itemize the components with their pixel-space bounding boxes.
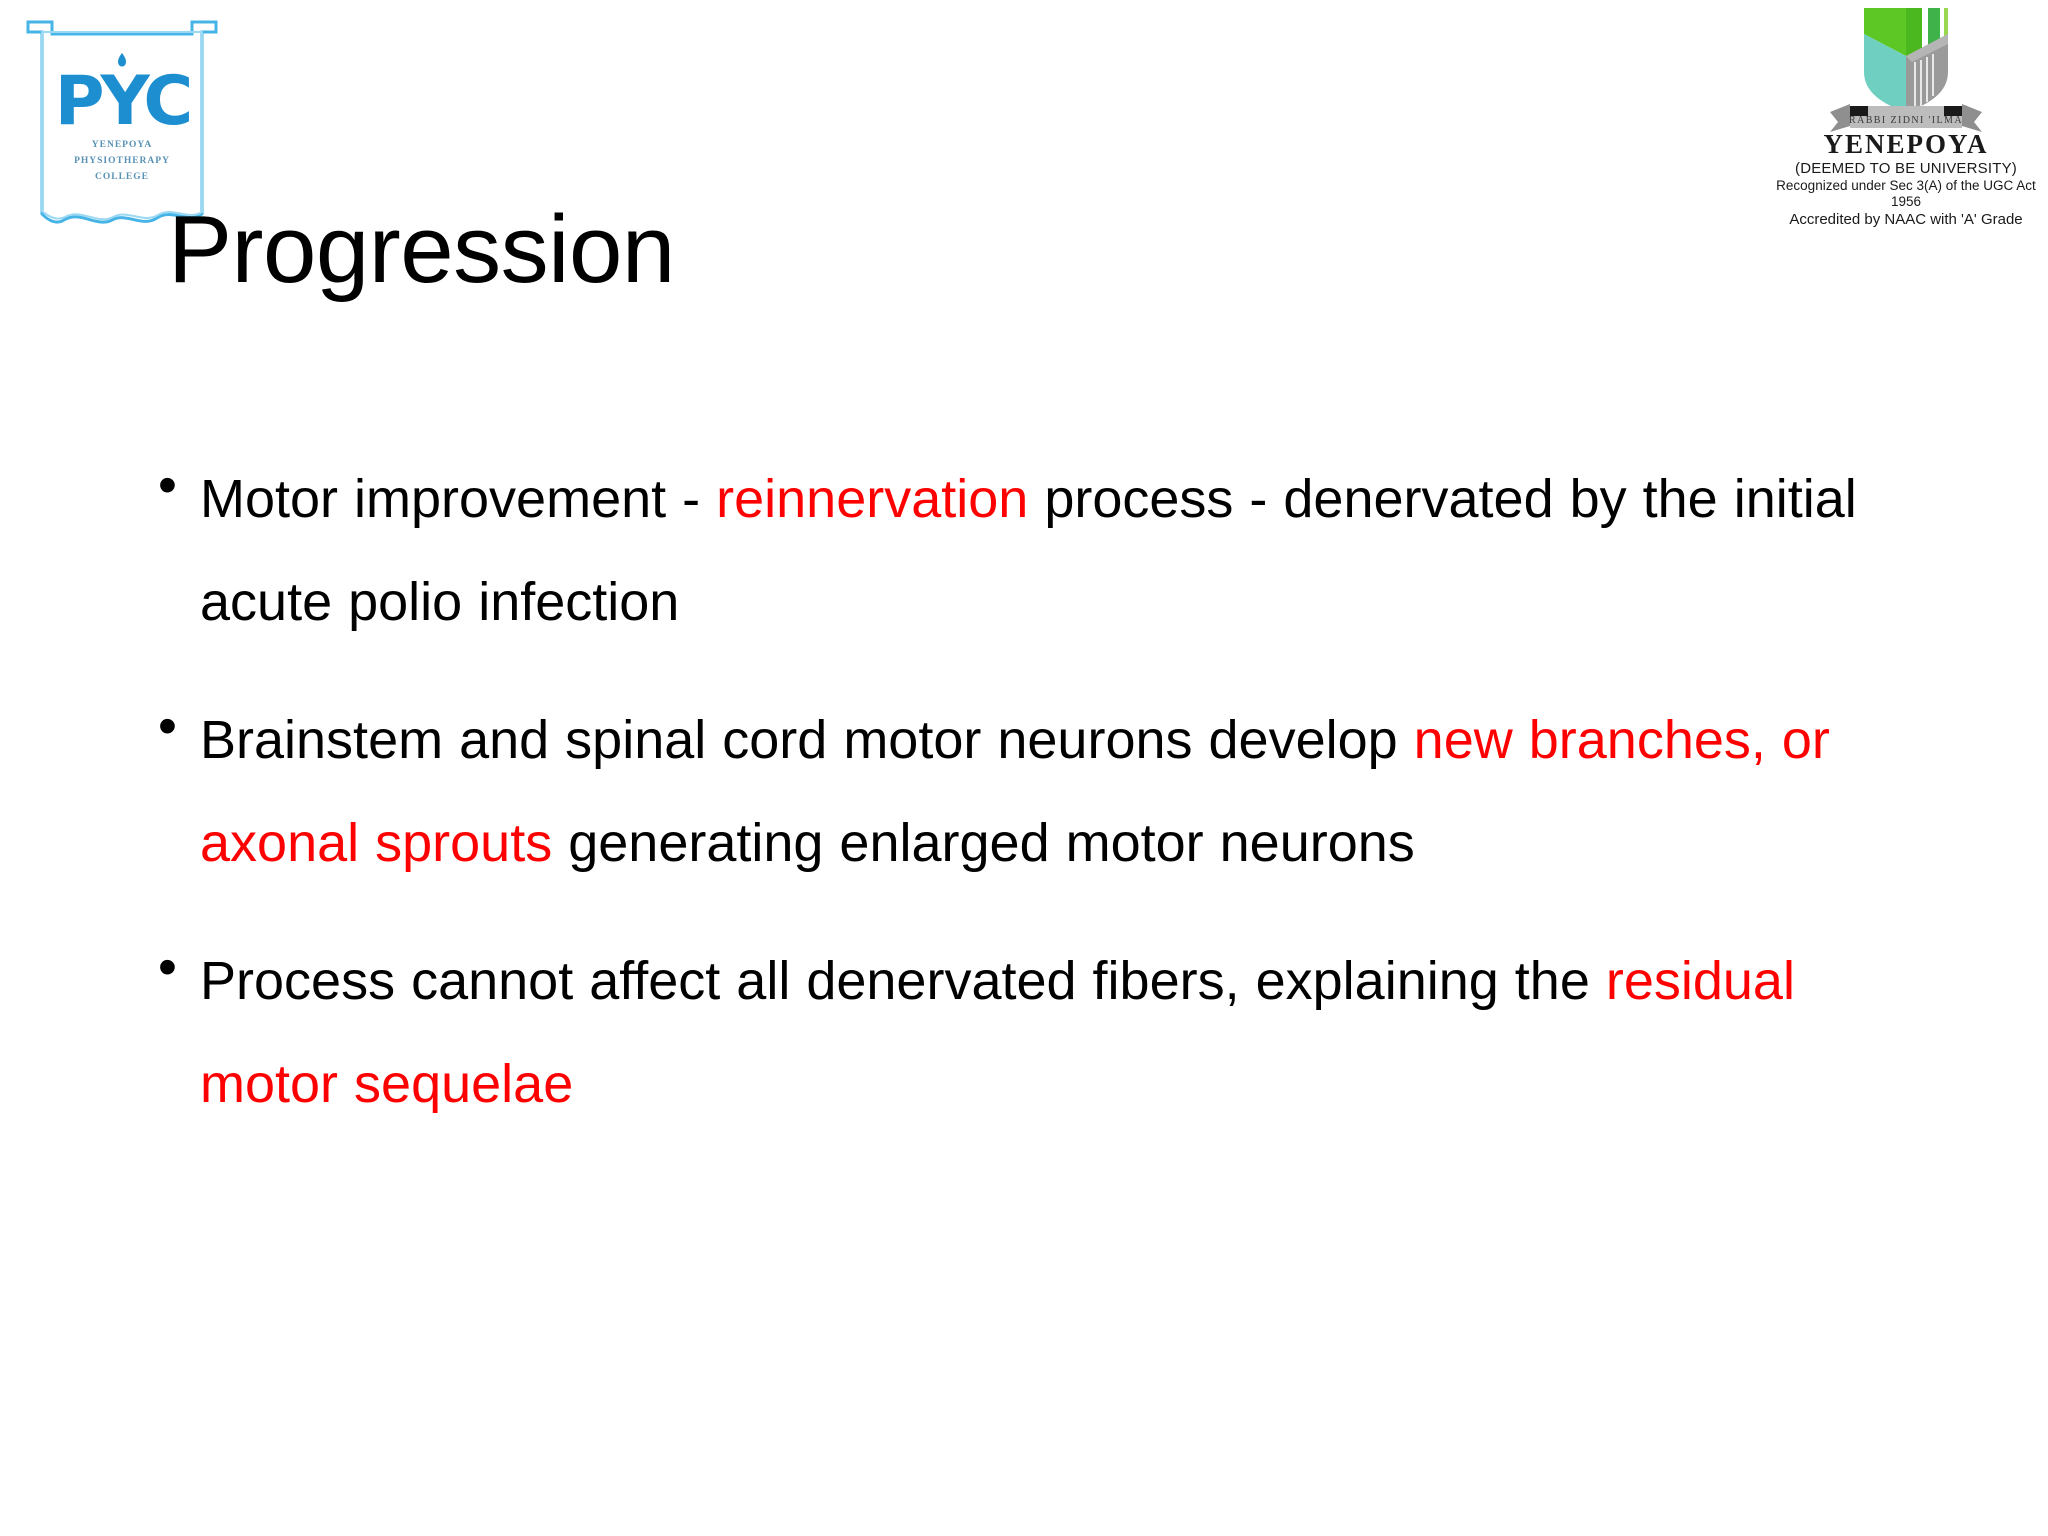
college-name-line3: COLLEGE: [95, 171, 149, 182]
flame-icon: [118, 53, 126, 67]
banner-outline-icon: [26, 20, 218, 224]
plain-text: process - denervated by the initial acut…: [200, 469, 1857, 632]
university-logo: RABBI ZIDNI 'ILMA YENEPOYA (DEEMED TO BE…: [1772, 4, 2040, 229]
college-name-line1: YENEPOYA: [91, 140, 153, 150]
bullet-text: Motor improvement - reinnervation proces…: [200, 448, 1892, 653]
bullet-marker-icon: •: [158, 937, 177, 998]
bullet-text: Process cannot affect all denervated fib…: [200, 930, 1892, 1135]
university-accreditation: Accredited by NAAC with 'A' Grade: [1789, 210, 2023, 228]
college-monogram: PYC: [54, 62, 194, 141]
college-name-line2: PHYSIOTHERAPY: [74, 155, 170, 166]
plain-text: Process cannot affect all denervated fib…: [200, 951, 1606, 1012]
bullet-list: • Motor improvement - reinnervation proce…: [152, 448, 1892, 1172]
university-subtitle: (DEEMED TO BE UNIVERSITY): [1795, 159, 2017, 177]
college-logo: PYC YENEPOYA PHYSIOTHERAPY COLLEGE: [22, 8, 222, 240]
highlighted-text: reinnervation: [716, 469, 1029, 529]
bullet-item: • Process cannot affect all denervated fi…: [152, 930, 1892, 1135]
bullet-item: • Brainstem and spinal cord motor neurons…: [152, 689, 1892, 894]
university-crest-icon: RABBI ZIDNI 'ILMA: [1830, 8, 1982, 132]
bullet-item: • Motor improvement - reinnervation proce…: [152, 448, 1892, 653]
university-recognition: Recognized under Sec 3(A) of the UGC Act…: [1776, 177, 2036, 210]
college-logo-mark: PYC YENEPOYA PHYSIOTHERAPY COLLEGE: [22, 52, 222, 184]
slide-title: Progression: [168, 196, 675, 304]
highlighted-text: residual motor sequelae: [200, 951, 1795, 1114]
highlighted-text: new branches, or axonal sprouts: [200, 710, 1830, 873]
bullet-marker-icon: •: [158, 455, 177, 515]
plain-text: Motor improvement -: [200, 469, 717, 529]
bullet-text: Brainstem and spinal cord motor neurons …: [200, 689, 1892, 894]
bullet-marker-icon: •: [158, 696, 177, 757]
university-name: YENEPOYA: [1823, 129, 1989, 159]
university-motto: RABBI ZIDNI 'ILMA: [1849, 115, 1963, 126]
plain-text: Brainstem and spinal cord motor neurons …: [200, 710, 1414, 771]
plain-text: generating enlarged motor neurons: [552, 812, 1415, 873]
